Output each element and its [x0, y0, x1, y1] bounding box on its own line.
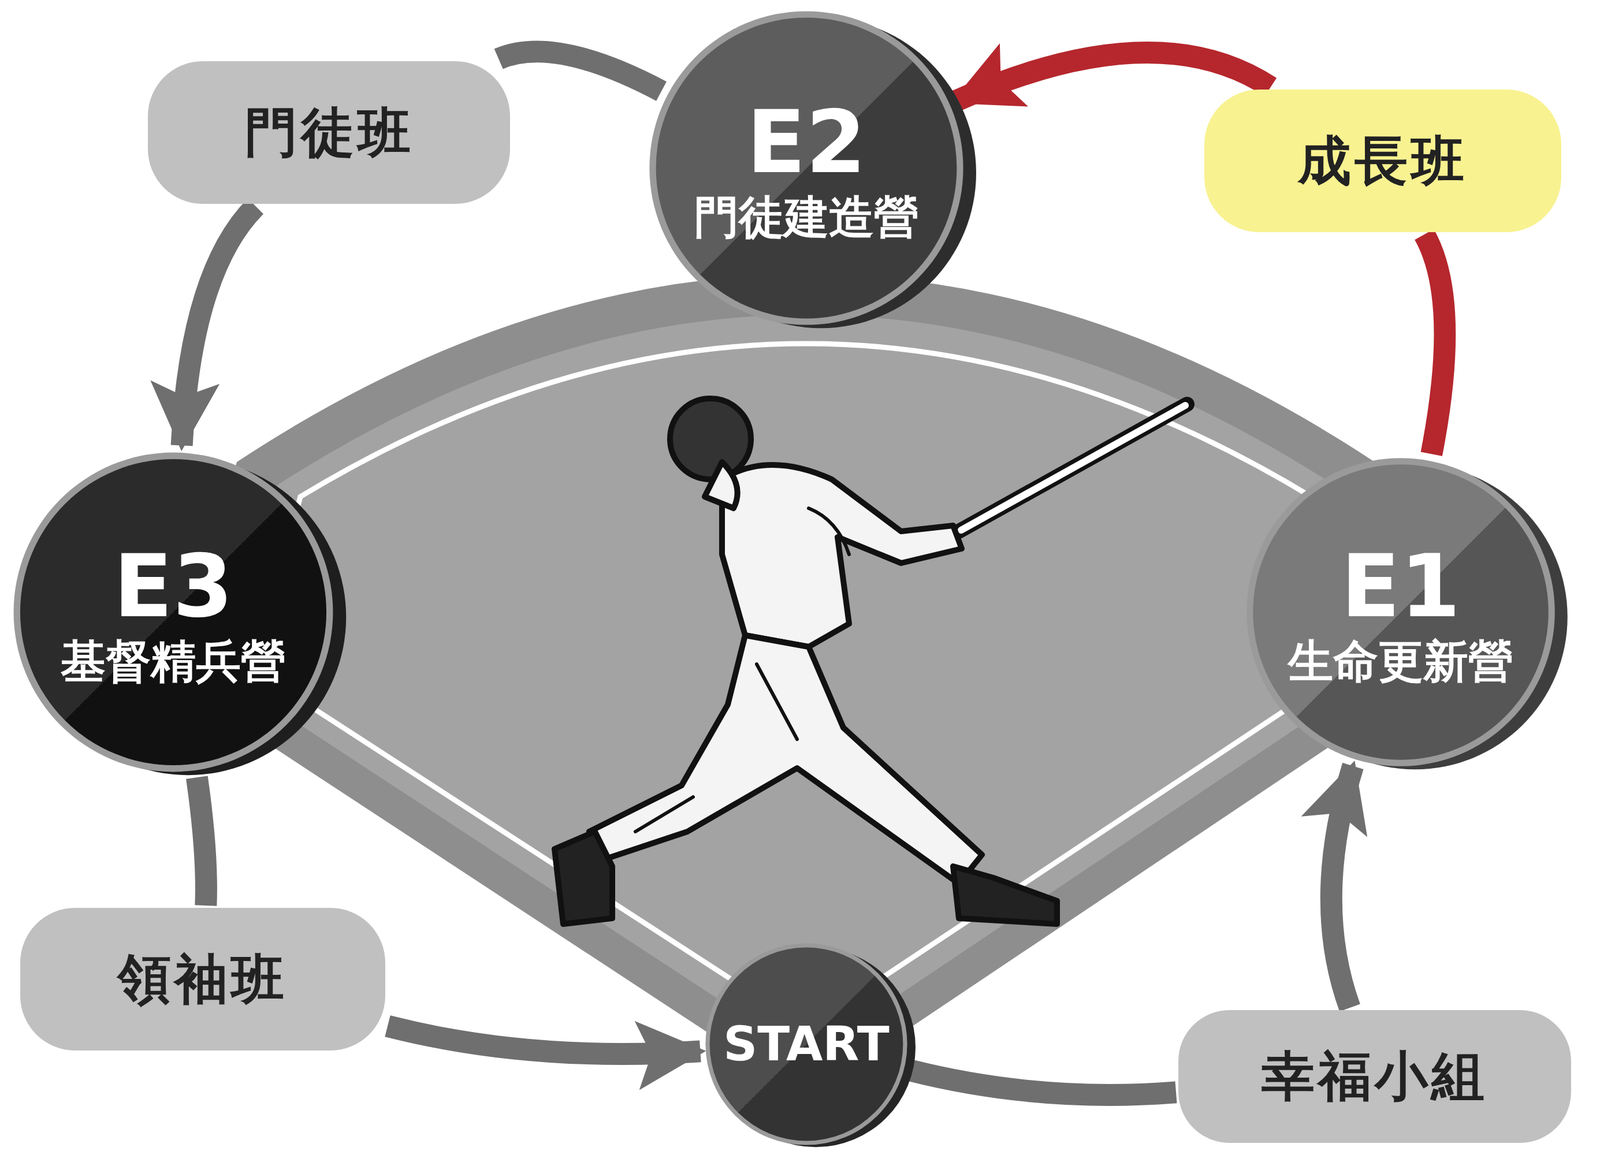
class-pill: 成長班: [1204, 89, 1562, 233]
class-pill: 領袖班: [20, 908, 386, 1051]
stage-label: 生命更新營: [1288, 635, 1514, 688]
flow-arrow: [196, 777, 207, 906]
stage-circle: E1生命更新營: [1241, 453, 1560, 772]
stage-circle: START: [702, 940, 911, 1149]
stage-code: E2: [746, 92, 867, 193]
stage-label: START: [723, 1017, 889, 1072]
stage-label: 領袖班: [117, 949, 288, 1011]
stage-circle: E3基督精兵營: [8, 447, 338, 777]
batter-figure: [554, 398, 1188, 925]
foul-line: [254, 343, 1346, 1029]
stage-label: 基督精兵營: [60, 635, 286, 688]
flow-arrow: [181, 206, 256, 446]
flow-arrow: [1424, 234, 1446, 455]
stage-label: 幸福小組: [1261, 1046, 1488, 1108]
class-pill: 門徒班: [147, 61, 511, 204]
stage-circle: E2門徒建造營: [644, 6, 969, 330]
flow-arrow: [955, 52, 1271, 102]
stage-code: E3: [113, 536, 234, 637]
flow-arrow: [909, 1070, 1177, 1096]
flow-arrow: [1331, 765, 1354, 1008]
stage-code: E1: [1341, 536, 1461, 637]
stage-label: 門徒班: [244, 102, 415, 164]
class-pill: 幸福小組: [1178, 1010, 1572, 1144]
stage-label: 成長班: [1297, 130, 1468, 192]
stage-label: 門徒建造營: [693, 191, 919, 244]
flow-arrow: [498, 51, 662, 92]
flow-arrow: [387, 1026, 701, 1055]
